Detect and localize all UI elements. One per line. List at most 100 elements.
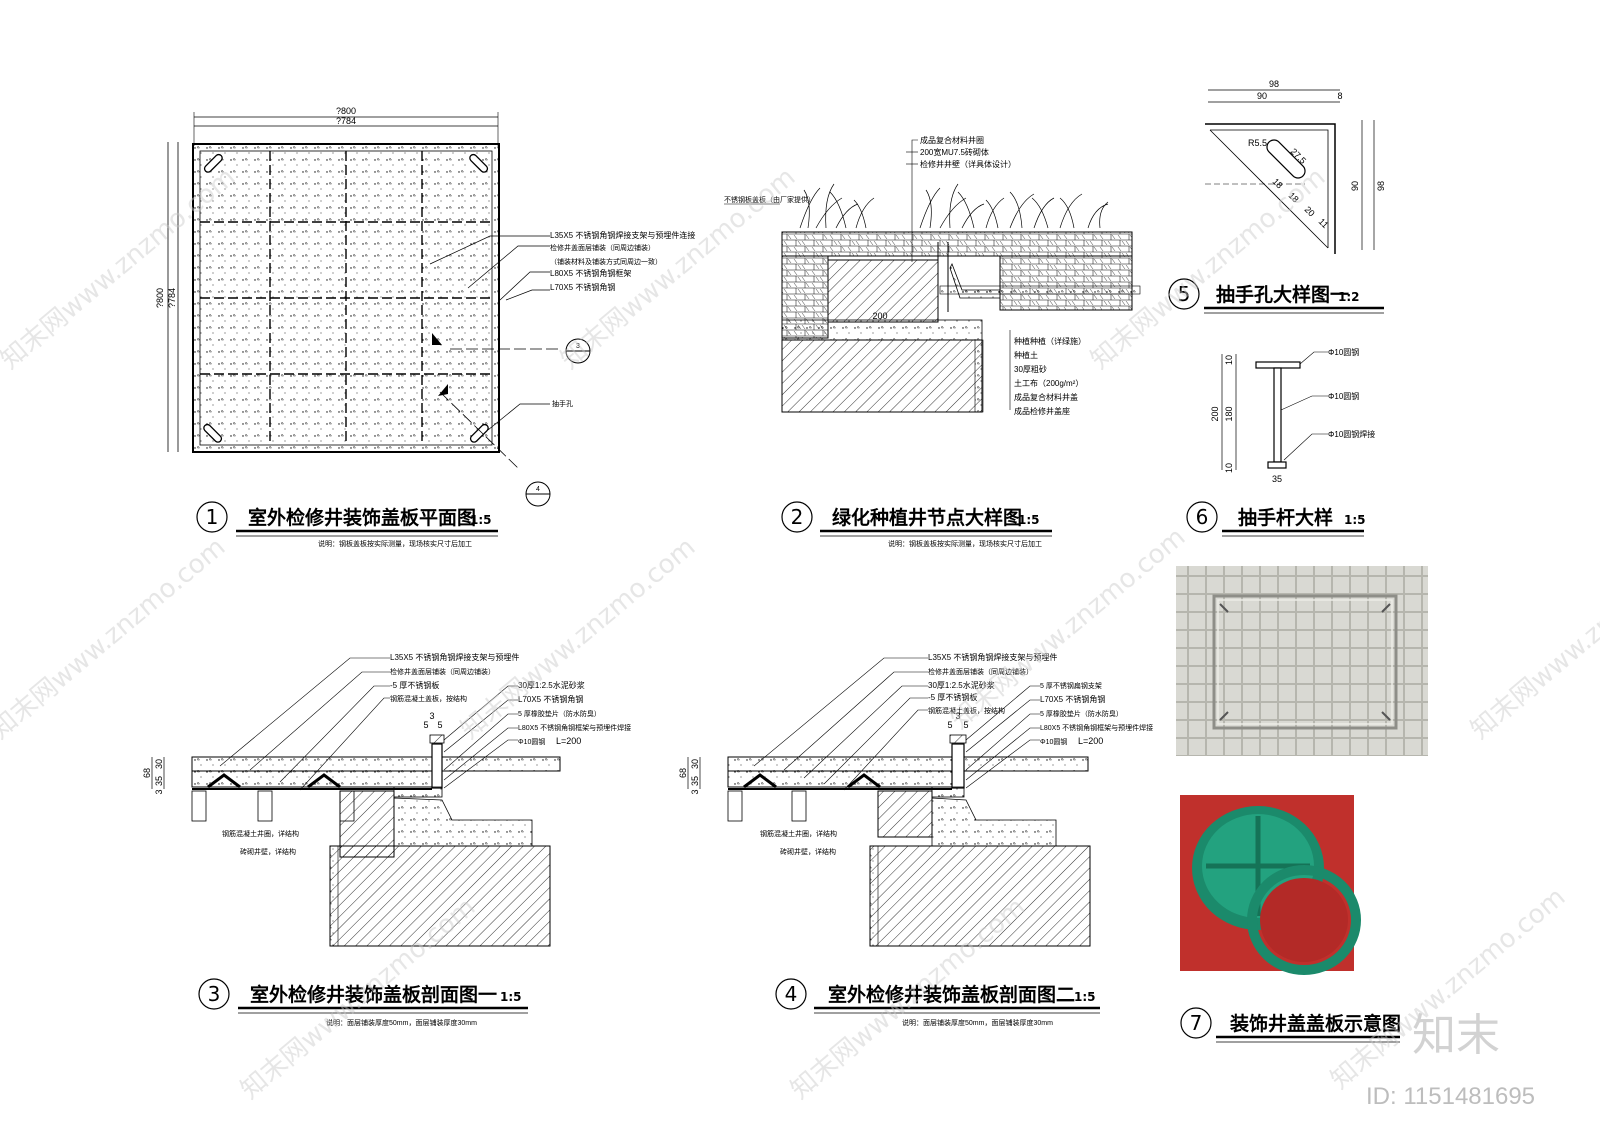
sec2-right-label-6: L=200 (1078, 736, 1103, 746)
plan-drawing: ?800 ?784 ?800 ?784 (155, 106, 695, 507)
handle-dim-3: 180 (1224, 406, 1234, 421)
plan-label-1: L35X5 不锈钢角钢焊接支架与预埋件连接 (550, 230, 695, 240)
hh-dim-right-1: 90 (1350, 181, 1360, 191)
handle-dim-4: 10 (1224, 463, 1234, 473)
section-two-drawing: 68 35 30 3 3 5 5 L35X5 不锈钢角钢焊接支架与预埋件 检修井… (678, 652, 1153, 947)
sec1-top-label-4: 钢筋混凝土盖板，按结构 (390, 694, 467, 703)
planting-top-label-3: 检修井井壁（详具体设计） (920, 159, 1016, 169)
title-2-note: 说明：钢板盖板按实际测量，现场核实尺寸后加工 (888, 539, 1042, 548)
title-3-note: 说明：面层铺装厚度50mm，面层铺装厚度30mm (326, 1018, 477, 1027)
sec2-top-label-4: -5 厚不锈钢板 (928, 692, 977, 702)
watermark-text: 知末网www.znzmo.com (1465, 532, 1600, 745)
plan-dim-inner: ?784 (336, 116, 356, 126)
plan-dim-outer-v: ?800 (155, 288, 165, 308)
sec1-dim-top-5b: 5 (437, 720, 442, 730)
planting-right-label-1: 种植种植（详绿施） (1014, 336, 1086, 346)
title-1-scale: 1:5 (470, 513, 492, 527)
title-2-num: 2 (791, 505, 804, 529)
title-2: 2 绿化种植井节点大样图 1:5 说明：钢板盖板按实际测量，现场核实尺寸后加工 (781, 501, 1052, 548)
sec1-right-label-3: 5 厚橡胶垫片（防水防臭） (518, 709, 601, 718)
planting-drawing: 200 成品复合材料井圈 200宽MU7.5砖砌体 检修井井壁（详具体设计） 不… (724, 135, 1141, 416)
sec2-bottom-label-2: 砖砌井壁，详结构 (780, 847, 836, 856)
section-ref-3: 3 (565, 338, 591, 364)
title-7: 7 装饰井盖盖板示意图 (1180, 1007, 1401, 1043)
brand-watermark: 知末 (1412, 1010, 1500, 1061)
sec2-right-label-2: L70X5 不锈钢角钢 (1040, 694, 1105, 704)
hh-dim-top-2: 90 (1257, 91, 1267, 101)
sec2-right-label-1: 5 厚不锈钢扁钢支架 (1040, 681, 1102, 690)
planting-right-label-5: 成品复合材料井盖 (1014, 392, 1078, 402)
title-7-num: 7 (1190, 1011, 1203, 1035)
planting-right-label-2: 种植土 (1014, 350, 1038, 360)
planting-left-label: 不锈钢板盖板（由厂家提供） (724, 195, 815, 204)
sec1-dim-30: 30 (154, 759, 164, 769)
grass-icon (799, 183, 1109, 229)
sec1-right-label-5: Φ10圆钢 (518, 737, 545, 746)
title-6: 6 抽手杆大样 1:5 (1186, 501, 1366, 537)
title-6-text: 抽手杆大样 (1238, 506, 1333, 529)
sec2-top-label-3: 30厚1:2.5水泥砂浆 (928, 680, 995, 690)
handle-label-1: Φ10圆钢 (1328, 347, 1359, 357)
title-3-text: 室外检修井装饰盖板剖面图一 (250, 983, 497, 1006)
title-5-text: 抽手孔大样图一 (1216, 283, 1349, 306)
plan-label-4: L80X5 不锈钢角钢框架 (550, 268, 631, 278)
title-7-text: 装饰井盖盖板示意图 (1229, 1012, 1401, 1035)
title-3-num: 3 (208, 982, 221, 1006)
watermark-text: 知末网www.znzmo.com (0, 532, 231, 745)
plan-dim-outer: ?800 (336, 106, 356, 116)
handle-dim-bottom: 35 (1272, 474, 1282, 484)
plan-dim-inner-v: ?784 (167, 288, 177, 308)
title-3-scale: 1:5 (500, 990, 522, 1004)
sec1-dim-35: 35 (154, 776, 164, 786)
hh-dim-right-2: 98 (1376, 181, 1386, 191)
sec1-right-label-2: L70X5 不锈钢角钢 (518, 694, 583, 704)
plan-label-2: 检修井盖面层铺装（同周边铺装） (550, 243, 655, 252)
plan-hole-label: 抽手孔 (552, 399, 573, 408)
title-4: 4 室外检修井装饰盖板剖面图二 1:5 说明：面层铺装厚度50mm，面层铺装厚度… (775, 978, 1100, 1027)
sec2-dim-top-5a: 5 (947, 720, 952, 730)
sec2-dim-3: 3 (690, 789, 700, 794)
sec2-top-label-5: 钢筋混凝土盖板，按结构 (928, 706, 1005, 715)
handle-dim-2: 200 (1210, 406, 1220, 421)
title-5-scale: 1:2 (1338, 290, 1360, 304)
sec1-dim-68: 68 (142, 768, 152, 778)
watermark-text: 知末网www.znzmo.com (1325, 882, 1571, 1095)
section-one-drawing: 68 35 30 3 3 5 5 L35X5 不锈钢角钢焊接支架与预埋件 检修井… (142, 652, 631, 947)
id-watermark: ID: 1151481695 (1366, 1083, 1535, 1110)
title-5: 5 抽手孔大样图一 1:2 (1168, 278, 1384, 314)
sec2-dim-top-5b: 5 (963, 720, 968, 730)
hh-dim-top-3: 8 (1337, 91, 1342, 101)
handle-dim-1: 10 (1224, 355, 1234, 365)
title-2-scale: 1:5 (1018, 513, 1040, 527)
title-1-text: 室外检修井装饰盖板平面图 (248, 506, 476, 529)
hh-radius: R5.5 (1248, 138, 1267, 148)
planting-top-label-2: 200宽MU7.5砖砌体 (920, 147, 989, 157)
title-1-num: 1 (206, 505, 219, 529)
sec1-top-label-2: 检修井盖面层铺装（同周边铺装） (390, 667, 495, 676)
title-3: 3 室外检修井装饰盖板剖面图一 1:5 说明：面层铺装厚度50mm，面层铺装厚度… (198, 978, 528, 1027)
planting-right-label-4: 土工布（200g/m²） (1014, 378, 1083, 388)
title-6-scale: 1:5 (1344, 513, 1366, 527)
sec1-top-label-1: L35X5 不锈钢角钢焊接支架与预埋件 (390, 652, 519, 662)
sec2-dim-68: 68 (678, 768, 688, 778)
title-4-num: 4 (785, 982, 798, 1006)
section-ref-4-num: 4 (536, 486, 540, 493)
handle-label-2: Φ10圆钢 (1328, 391, 1359, 401)
sec1-bottom-label-1: 钢筋混凝土井圈，详结构 (222, 829, 299, 838)
sec2-right-label-3: 5 厚橡胶垫片（防水防臭） (1040, 709, 1123, 718)
sec2-top-label-1: L35X5 不锈钢角钢焊接支架与预埋件 (928, 652, 1057, 662)
sec2-top-label-2: 检修井盖面层铺装（同周边铺装） (928, 667, 1033, 676)
title-6-num: 6 (1196, 505, 1209, 529)
title-5-num: 5 (1178, 282, 1191, 306)
title-4-note: 说明：面层铺装厚度50mm，面层铺装厚度30mm (902, 1018, 1053, 1027)
hh-dim-top-1: 98 (1269, 79, 1279, 89)
handle-label-3: Φ10圆钢焊接 (1328, 429, 1375, 439)
title-1: 1 室外检修井装饰盖板平面图 1:5 说明：钢板盖板按实际测量，现场核实尺寸后加… (196, 501, 498, 548)
sec1-right-label-6: L=200 (556, 736, 581, 746)
sec1-right-label-4: L80X5 不锈钢角钢框架与预埋件焊接 (518, 723, 631, 732)
sec2-right-label-5: Φ10圆钢 (1040, 737, 1067, 746)
sec1-bottom-label-2: 砖砌井壁，详结构 (240, 847, 296, 856)
tiled-cover-photo (1176, 566, 1428, 756)
sec2-dim-top-3: 3 (955, 711, 960, 721)
